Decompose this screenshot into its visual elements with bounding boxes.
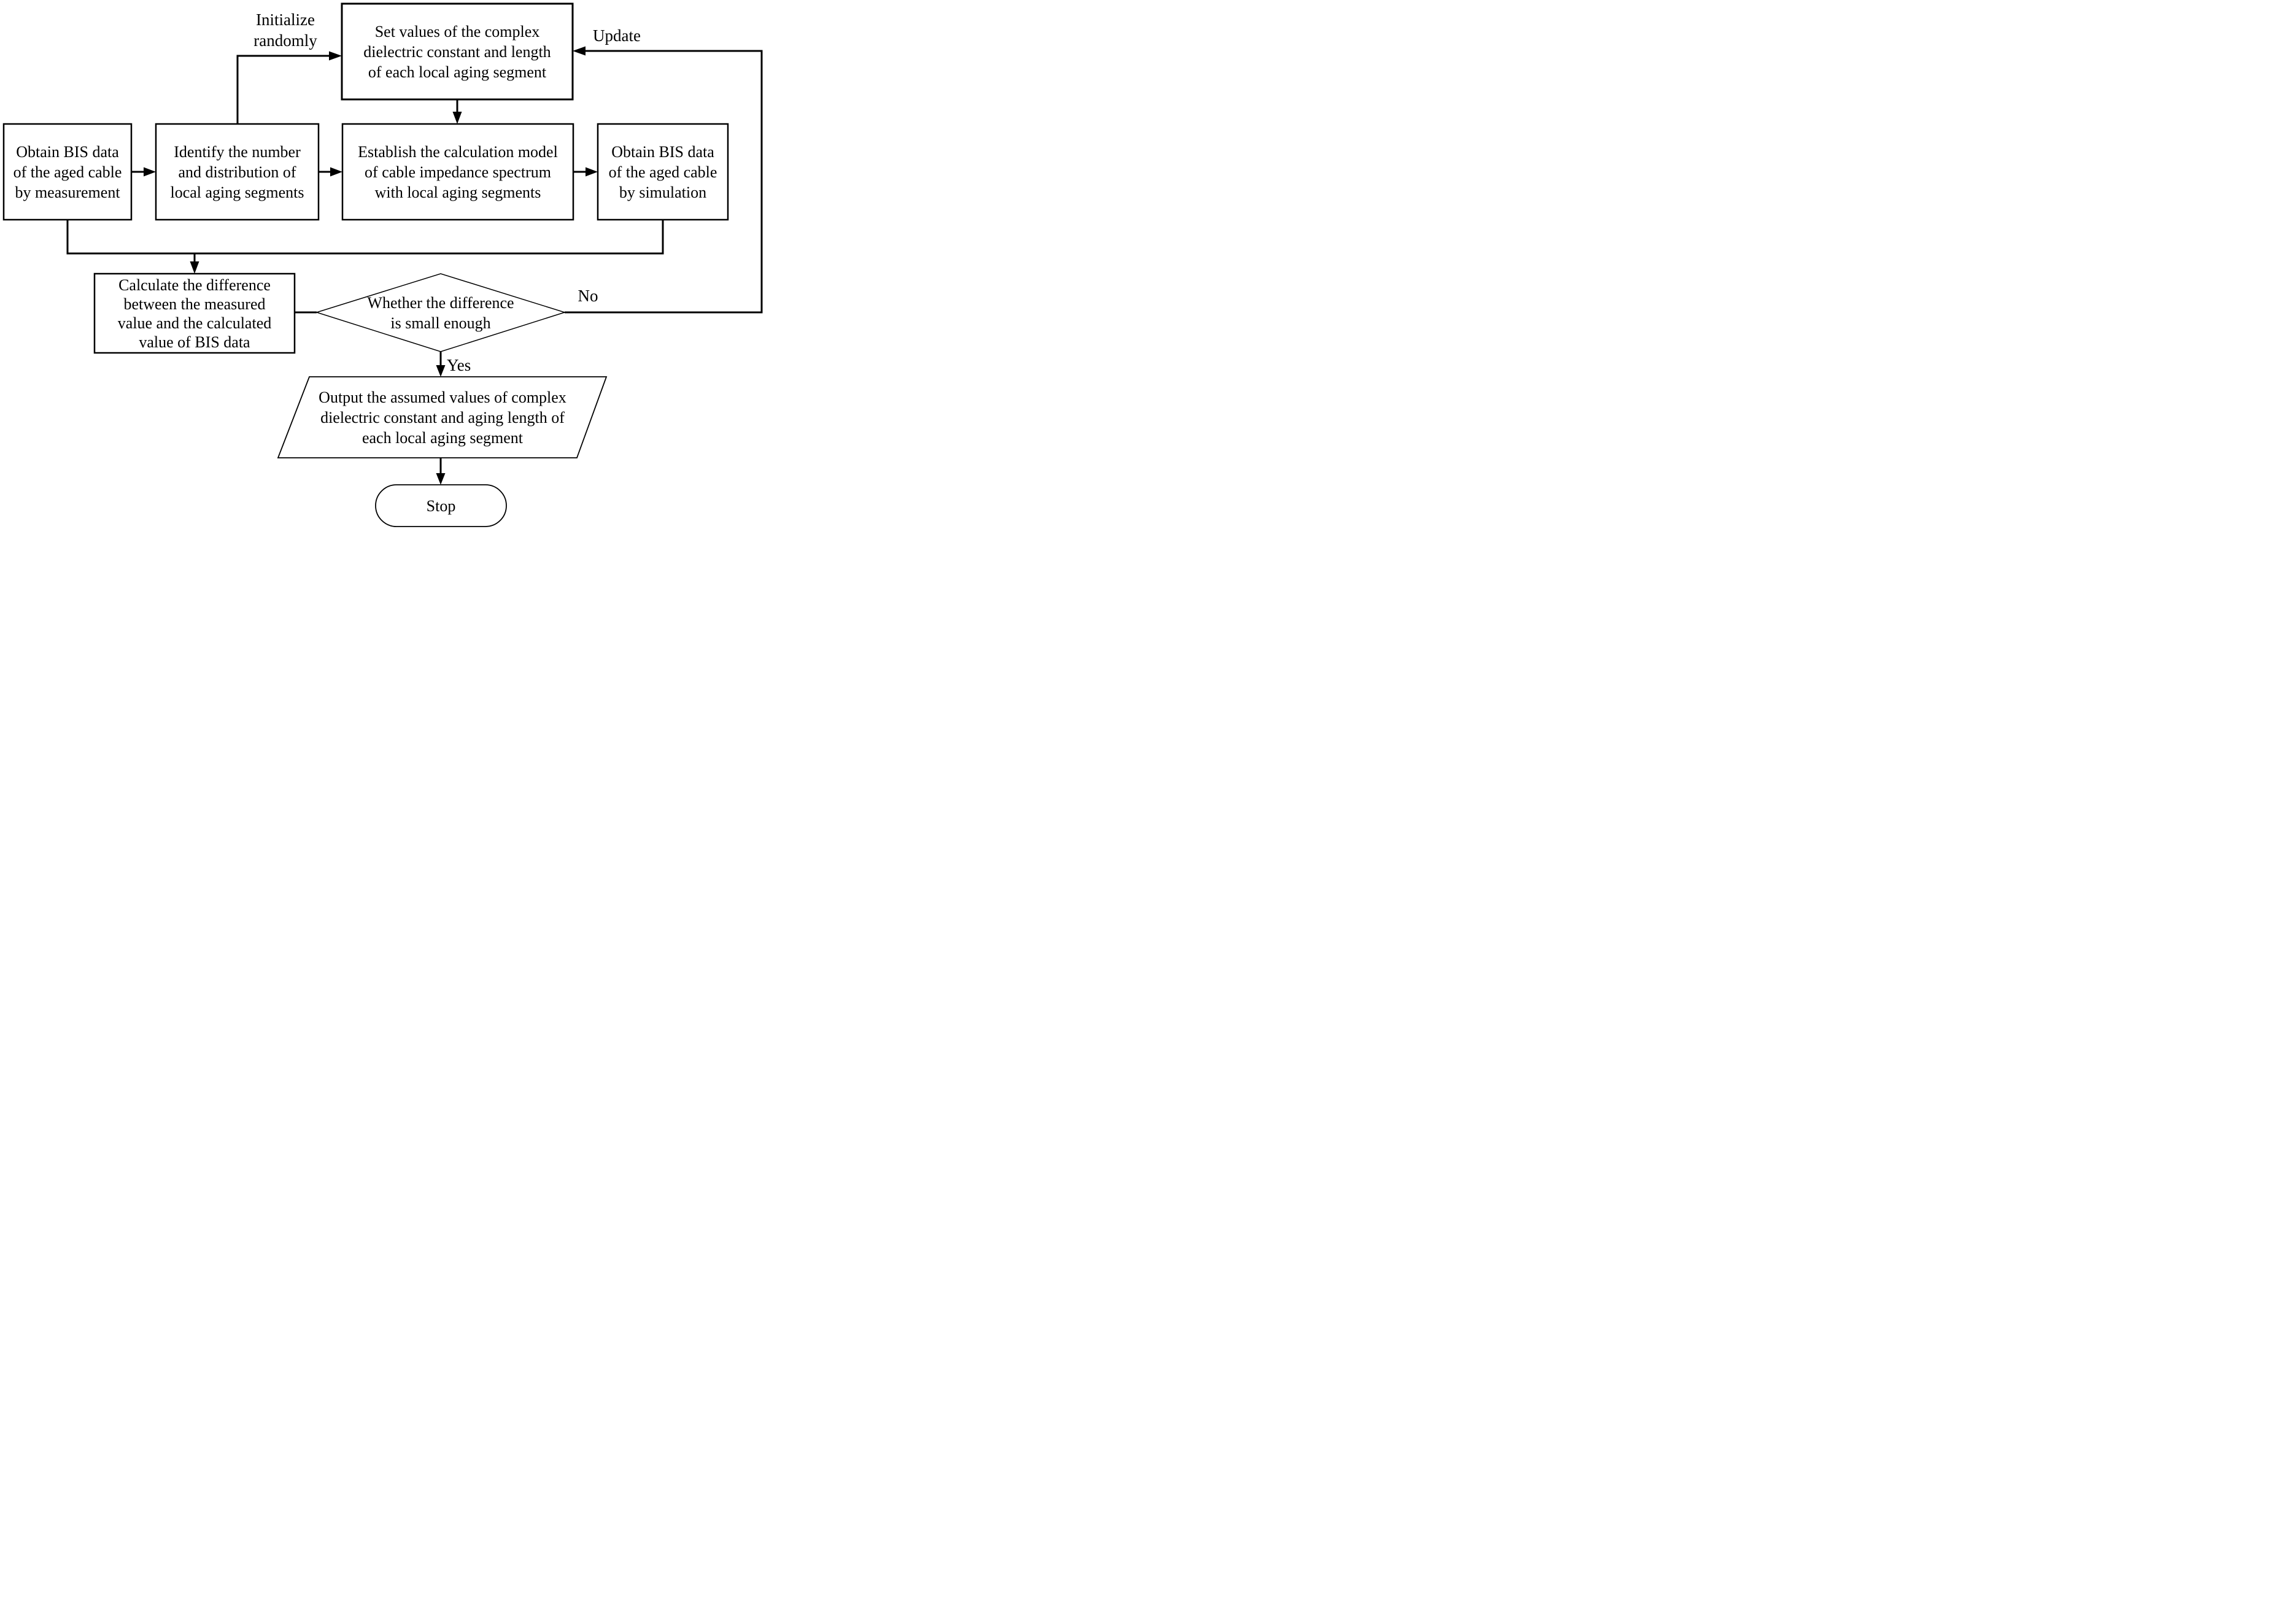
flowchart: Set values of the complex dielectric con… xyxy=(0,0,765,533)
arrowhead-establish-simulation xyxy=(586,167,598,177)
stop-stadium xyxy=(375,484,507,527)
arrowhead-stop xyxy=(436,473,446,485)
arrowhead-yes xyxy=(436,365,446,377)
arrowhead-identify-establish xyxy=(330,167,342,177)
node-label-output: Output the assumed values of complex die… xyxy=(319,388,566,447)
arrowhead-initialize xyxy=(329,51,342,61)
node-label-obtain-measurement: Obtain BIS data of the aged cable by mea… xyxy=(13,142,122,201)
arrowhead-setvalues-establish xyxy=(452,112,462,124)
node-label-stop: Stop xyxy=(426,496,456,515)
arrowhead-update xyxy=(573,46,586,56)
edge-label-update: Update xyxy=(593,26,641,45)
node-label-calculate-difference: Calculate the difference between the mea… xyxy=(117,276,272,351)
process-box-obtain-measurement xyxy=(2,123,133,221)
process-box-identify-segments xyxy=(155,123,320,221)
node-label-decision: Whether the difference is small enough xyxy=(367,293,514,332)
arrowhead-measurement-identify xyxy=(144,167,156,177)
arrowhead-calculate xyxy=(190,261,199,274)
flowchart-canvas xyxy=(2,2,763,527)
edge-label-initialize-randomly: Initialize randomly xyxy=(253,10,317,50)
connector-initialize xyxy=(236,55,330,124)
output-parallelogram xyxy=(277,376,608,458)
decision-diamond xyxy=(315,273,566,352)
node-label-establish-model: Establish the calculation model of cable… xyxy=(358,142,558,201)
node-label-set-values: Set values of the complex dielectric con… xyxy=(363,22,551,81)
node-label-identify-segments: Identify the number and distribution of … xyxy=(170,142,304,201)
process-box-obtain-simulation xyxy=(597,123,729,221)
process-box-establish-model xyxy=(341,123,574,221)
process-box-calculate-difference xyxy=(93,272,296,354)
node-label-obtain-simulation: Obtain BIS data of the aged cable by sim… xyxy=(608,142,717,201)
edge-label-yes: Yes xyxy=(447,356,471,374)
process-box-set-values xyxy=(341,2,574,101)
edge-label-no: No xyxy=(578,287,598,305)
connector-update-loop xyxy=(565,50,763,314)
connector-collector xyxy=(66,220,664,255)
